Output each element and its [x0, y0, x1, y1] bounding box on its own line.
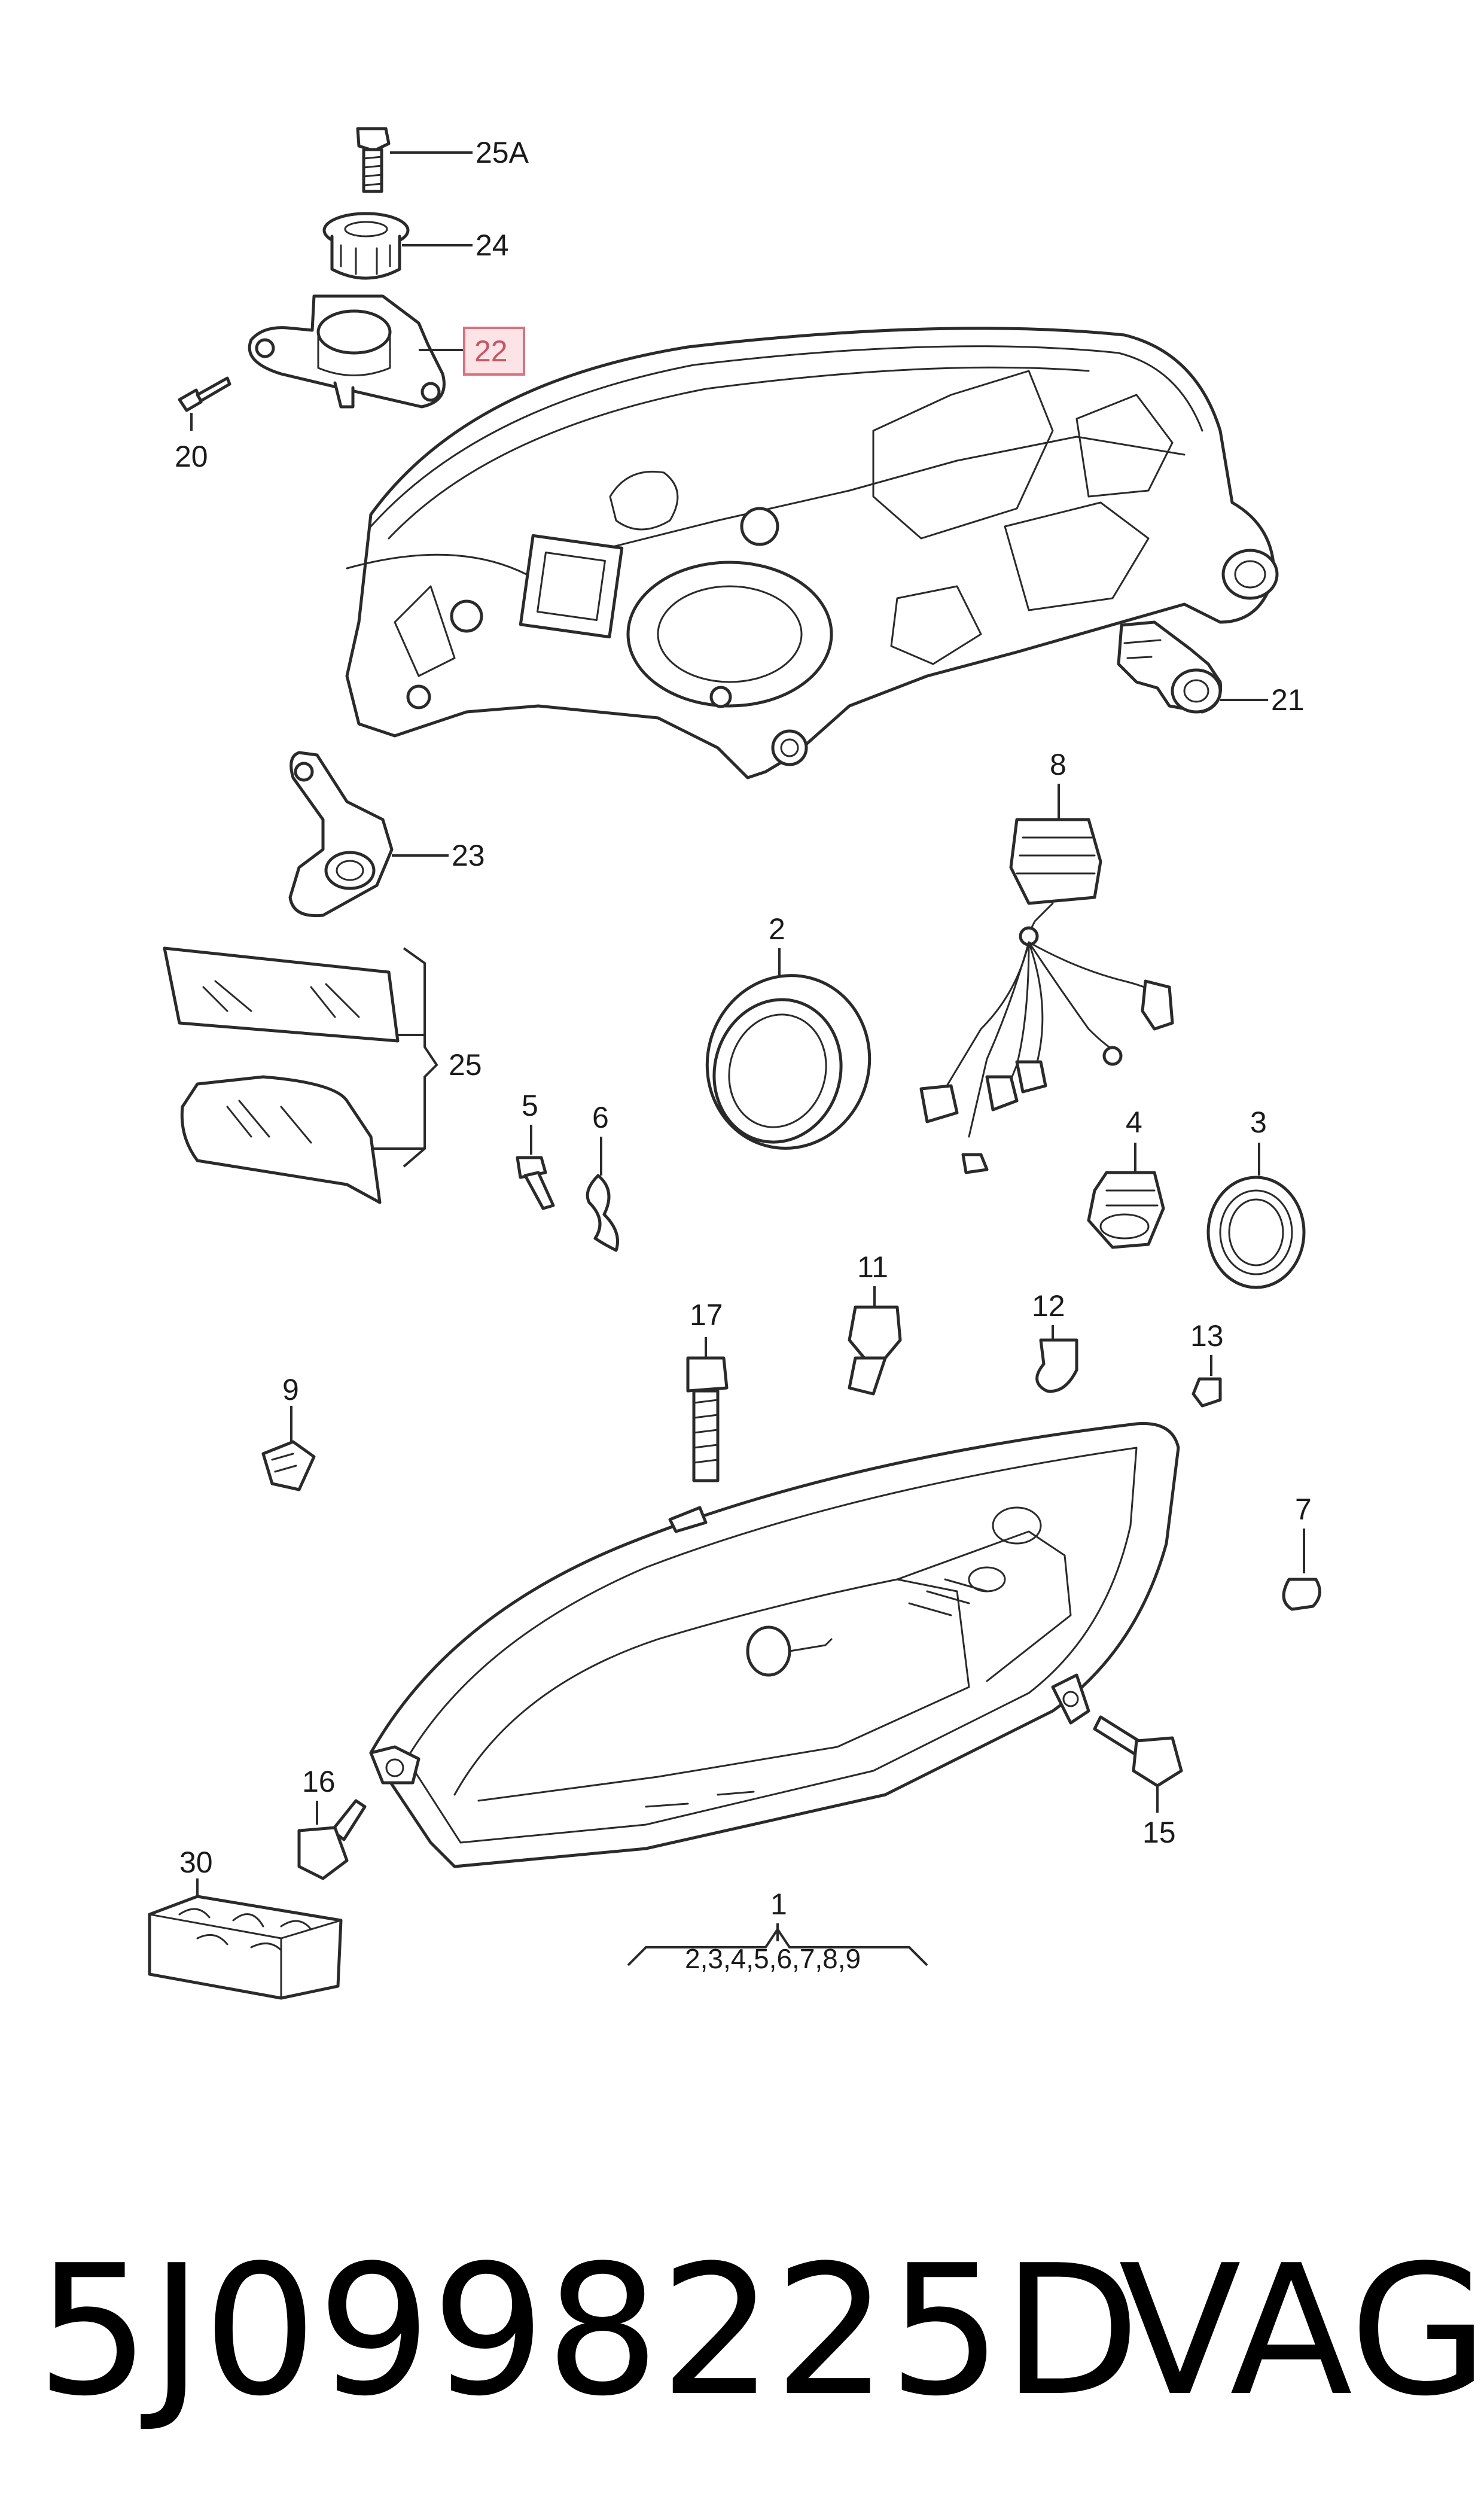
part-24-bushing — [322, 212, 473, 280]
brand-name: VAG — [1119, 2227, 1484, 2435]
part-6-clip — [586, 1137, 619, 1252]
part-25-lens-covers — [163, 946, 438, 1204]
part-17-bolt — [686, 1337, 729, 1482]
part-15-screw — [1093, 1715, 1183, 1813]
part-2-sealing-cap — [705, 948, 871, 1150]
label-21: 21 — [1271, 683, 1305, 717]
label-1-sub: 2,3,4,5,6,7,8,9 — [685, 1943, 861, 1974]
label-24: 24 — [476, 229, 509, 262]
label-6: 6 — [592, 1101, 609, 1134]
label-3: 3 — [1250, 1106, 1267, 1139]
label-12: 12 — [1032, 1289, 1065, 1323]
part-9-grommet — [261, 1406, 316, 1491]
label-8: 8 — [1050, 748, 1066, 781]
label-7: 7 — [1295, 1493, 1312, 1526]
part-11-bulb — [848, 1286, 902, 1396]
label-25: 25 — [449, 1048, 482, 1082]
part-23-bracket — [288, 751, 449, 918]
label-25a: 25A — [476, 136, 529, 169]
label-5: 5 — [522, 1089, 538, 1122]
highlight-box-22 — [463, 327, 525, 376]
label-15: 15 — [1142, 1816, 1176, 1849]
label-16: 16 — [302, 1765, 336, 1798]
part-21-bracket — [1117, 620, 1268, 714]
label-2: 2 — [769, 912, 785, 946]
part-12-bulb — [1035, 1325, 1078, 1393]
part-30-kit — [148, 1878, 343, 2000]
part-16-screw — [297, 1799, 367, 1880]
label-9: 9 — [282, 1373, 299, 1406]
part-7-clip — [1282, 1529, 1321, 1611]
part-13-small-bulb — [1192, 1355, 1222, 1408]
label-1: 1 — [770, 1887, 787, 1921]
label-20: 20 — [175, 440, 208, 473]
label-4: 4 — [1126, 1106, 1142, 1139]
part-20-screw — [178, 376, 231, 431]
label-23: 23 — [452, 839, 485, 872]
part-3-cover-cap — [1206, 1143, 1306, 1289]
part-8-wiring-harness — [919, 784, 1174, 1174]
part-number: 5J0998225D — [36, 2227, 1140, 2435]
headlight-housing-rear — [345, 327, 1279, 780]
label-11: 11 — [857, 1250, 888, 1284]
part-25a-screw — [356, 127, 473, 193]
part-5-screw — [516, 1125, 555, 1210]
label-30: 30 — [179, 1846, 213, 1879]
label-17: 17 — [690, 1298, 723, 1332]
part-1-bracket — [627, 1923, 928, 1966]
part-4-bulb-socket — [1087, 1143, 1165, 1249]
label-22: 22 — [474, 334, 508, 368]
part-22-repair-bracket — [248, 294, 464, 409]
label-13: 13 — [1190, 1319, 1224, 1353]
headlight-front-assembly — [369, 1422, 1180, 1868]
